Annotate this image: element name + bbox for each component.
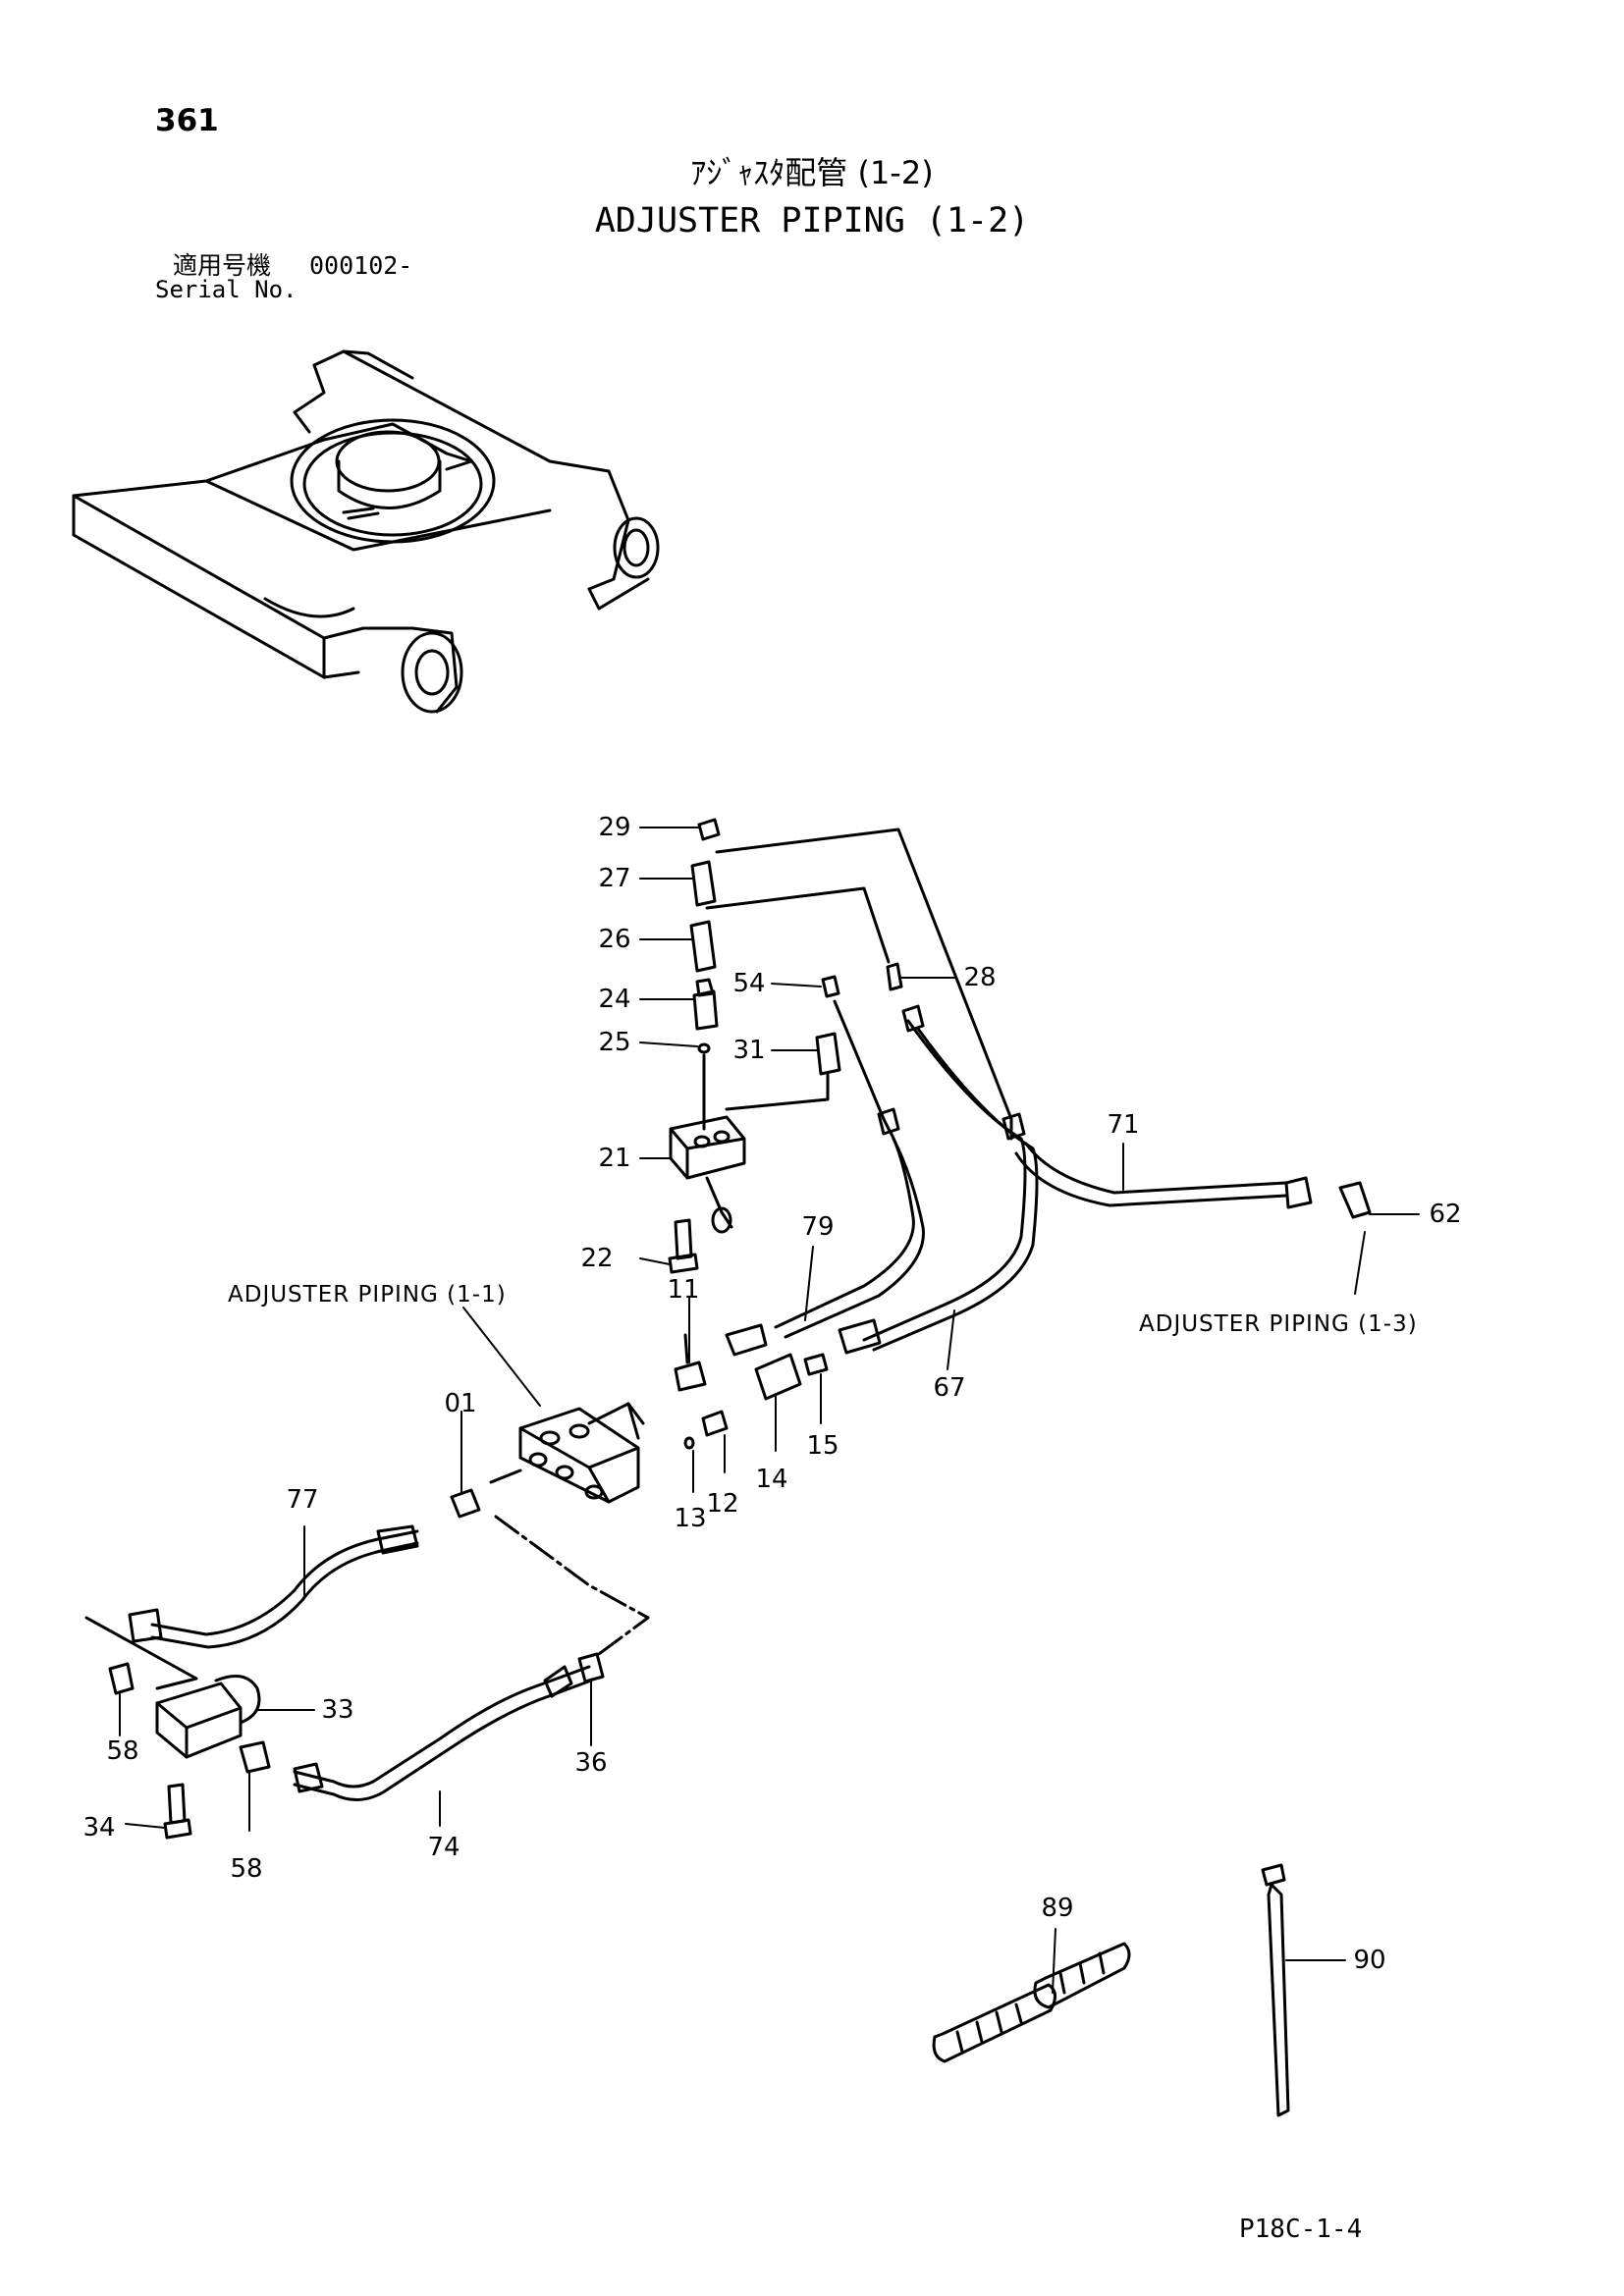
- callout-90[interactable]: 90: [1353, 1946, 1386, 1975]
- fitting-27: [690, 860, 717, 907]
- fitting-29: [697, 818, 721, 841]
- fitting-36: [577, 1652, 605, 1683]
- page-title-japanese: ｱｼﾞｬｽﾀ配管 (1-2): [690, 154, 934, 191]
- adapter-14: [754, 1353, 802, 1401]
- spiral-wrap-89: [932, 1942, 1131, 2063]
- adjuster-valve-stack: [668, 818, 903, 1274]
- fitting-15: [803, 1353, 829, 1376]
- callout-29[interactable]: 29: [598, 813, 631, 842]
- o-ring-13: [683, 1436, 695, 1450]
- distribution-block: [450, 1402, 645, 1519]
- fitting-31: [815, 1032, 841, 1076]
- reference-adjuster-piping-1-1[interactable]: ADJUSTER PIPING (1-1): [228, 1282, 507, 1308]
- callout-58-lower[interactable]: 58: [230, 1854, 263, 1884]
- cable-tie-90: [1261, 1863, 1290, 2117]
- fitting-12: [701, 1410, 729, 1437]
- callout-21[interactable]: 21: [598, 1144, 631, 1173]
- callout-33[interactable]: 33: [321, 1695, 354, 1725]
- fitting-28: [886, 962, 903, 991]
- callout-01[interactable]: 01: [444, 1389, 477, 1418]
- callout-79[interactable]: 79: [801, 1212, 835, 1242]
- callout-36[interactable]: 36: [574, 1748, 608, 1778]
- serial-range: 000102-: [309, 251, 413, 280]
- tee-01: [450, 1488, 481, 1519]
- callout-31[interactable]: 31: [732, 1036, 766, 1065]
- o-ring-25: [697, 1042, 711, 1054]
- serial-label: Serial No.: [155, 276, 298, 303]
- track-frame-illustration: [72, 349, 660, 714]
- elbow-54: [821, 975, 840, 998]
- callout-28[interactable]: 28: [963, 963, 997, 992]
- callout-11[interactable]: 11: [667, 1275, 700, 1305]
- callout-74[interactable]: 74: [427, 1833, 460, 1862]
- bolt-34: [167, 1783, 187, 1825]
- reference-adjuster-piping-1-3[interactable]: ADJUSTER PIPING (1-3): [1139, 1311, 1418, 1337]
- fitting-24: [692, 978, 719, 1031]
- callout-67[interactable]: 67: [933, 1373, 966, 1403]
- elbow-58-upper: [108, 1662, 135, 1695]
- callout-54[interactable]: 54: [732, 969, 766, 998]
- leader-lines: [119, 827, 1420, 1994]
- block-33: [155, 1682, 243, 1759]
- fitting-26: [689, 920, 717, 973]
- callout-22[interactable]: 22: [580, 1244, 614, 1273]
- drawing-code: P18C-1-4: [1239, 2215, 1363, 2244]
- block-21: [669, 1115, 746, 1180]
- callout-58-upper[interactable]: 58: [106, 1736, 139, 1766]
- elbow-58-lower: [239, 1740, 271, 1774]
- callout-71[interactable]: 71: [1107, 1110, 1140, 1140]
- callout-15[interactable]: 15: [806, 1431, 839, 1461]
- callout-14[interactable]: 14: [755, 1465, 788, 1494]
- callout-24[interactable]: 24: [598, 985, 631, 1014]
- callout-26[interactable]: 26: [598, 925, 631, 954]
- callout-13[interactable]: 13: [674, 1504, 707, 1533]
- lower-assembly: [84, 1515, 650, 1840]
- bolt-22: [674, 1218, 693, 1260]
- serial-label-japanese: 適用号機: [173, 251, 272, 280]
- page-number: 361: [155, 103, 219, 138]
- callout-12[interactable]: 12: [706, 1489, 739, 1519]
- callout-89[interactable]: 89: [1041, 1894, 1074, 1923]
- tee-11: [674, 1361, 707, 1392]
- callout-62[interactable]: 62: [1429, 1200, 1462, 1229]
- callout-27[interactable]: 27: [598, 864, 631, 893]
- callout-34[interactable]: 34: [82, 1813, 116, 1842]
- callout-77[interactable]: 77: [286, 1485, 319, 1515]
- elbow-62: [1338, 1181, 1372, 1219]
- hose-lines: [674, 828, 1372, 1450]
- callout-25[interactable]: 25: [598, 1028, 631, 1057]
- page-title: ADJUSTER PIPING (1-2): [594, 201, 1030, 240]
